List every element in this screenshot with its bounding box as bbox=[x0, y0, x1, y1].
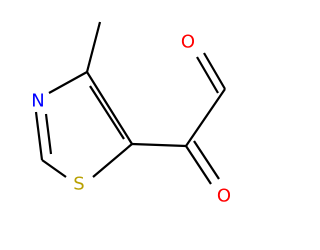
sulfur-atom-label: S bbox=[73, 174, 84, 195]
bond-c4-c5-outer bbox=[86, 71, 133, 145]
bond-c4-n3 bbox=[48, 71, 88, 94]
bond-carbonyl-double-2 bbox=[193, 140, 220, 180]
bond-c5-carbonyl bbox=[131, 142, 187, 148]
molecule-structure: N S O O bbox=[31, 21, 231, 207]
bond-aldehyde-double-1 bbox=[203, 52, 226, 90]
bond-n3-c2-double bbox=[44, 113, 53, 155]
bond-methyl bbox=[85, 21, 102, 73]
bond-aldehyde-double-2 bbox=[196, 56, 219, 94]
molecule-canvas: N S O O bbox=[31, 21, 232, 207]
aldehyde-oxygen-atom-label: O bbox=[181, 32, 195, 53]
bond-carbonyl-aldehyde bbox=[185, 88, 226, 147]
bond-carbonyl-double-1 bbox=[185, 145, 212, 185]
bond-s1-c5 bbox=[92, 143, 133, 178]
bond-c4-c5-inner bbox=[89, 85, 125, 140]
ketone-oxygen-atom-label: O bbox=[217, 186, 231, 207]
bond-n3-c2-single bbox=[34, 111, 44, 161]
nitrogen-atom-label: N bbox=[31, 91, 44, 112]
bond-c2-s1 bbox=[41, 159, 67, 178]
